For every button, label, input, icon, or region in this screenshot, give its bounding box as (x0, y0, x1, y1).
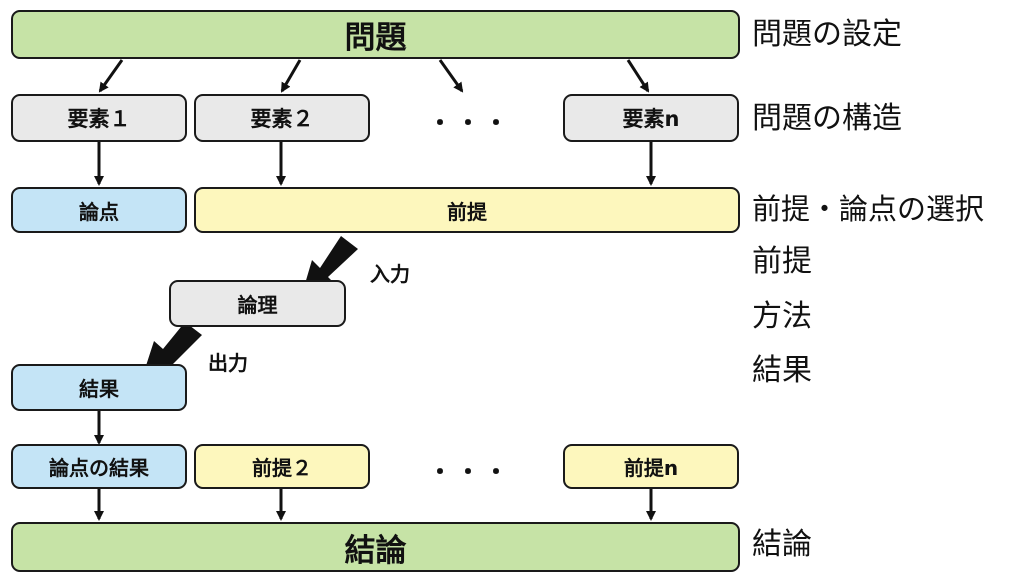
ellipsis-premises: ・・・ (428, 458, 512, 486)
side-label-structure: 問題の構造 (752, 101, 902, 136)
side-label-setting: 問題の設定 (752, 17, 902, 52)
label-output: 出力 (208, 351, 248, 375)
side-label-conclusion: 結論 (752, 527, 812, 562)
box-element-1: 要素１ (11, 94, 187, 142)
arrow-problem-dots (438, 59, 464, 93)
side-label-method: 方法 (752, 299, 812, 334)
box-premise-2: 前提２ (194, 444, 370, 489)
box-problem: 問題 (11, 10, 740, 59)
box-premise: 前提 (194, 187, 740, 233)
arrow-problem-element2 (280, 59, 302, 93)
box-issue: 論点 (11, 187, 187, 233)
box-logic: 論理 (169, 280, 346, 327)
box-premise-n: 前提n (563, 444, 739, 489)
ellipsis-elements: ・・・ (428, 109, 512, 137)
box-issue-result: 論点の結果 (11, 444, 187, 489)
arrow-input (302, 236, 358, 294)
side-label-result: 結果 (752, 353, 812, 388)
arrow-output (143, 322, 202, 375)
box-result: 結果 (11, 364, 187, 411)
label-input: 入力 (370, 262, 410, 286)
box-element-2: 要素２ (194, 94, 370, 142)
side-label-premise: 前提 (752, 244, 812, 279)
arrow-problem-element-n (626, 59, 650, 93)
side-label-selection: 前提・論点の選択 (752, 192, 985, 226)
box-element-n: 要素n (563, 94, 739, 142)
box-conclusion: 結論 (11, 522, 740, 572)
arrow-problem-element1 (98, 59, 124, 93)
